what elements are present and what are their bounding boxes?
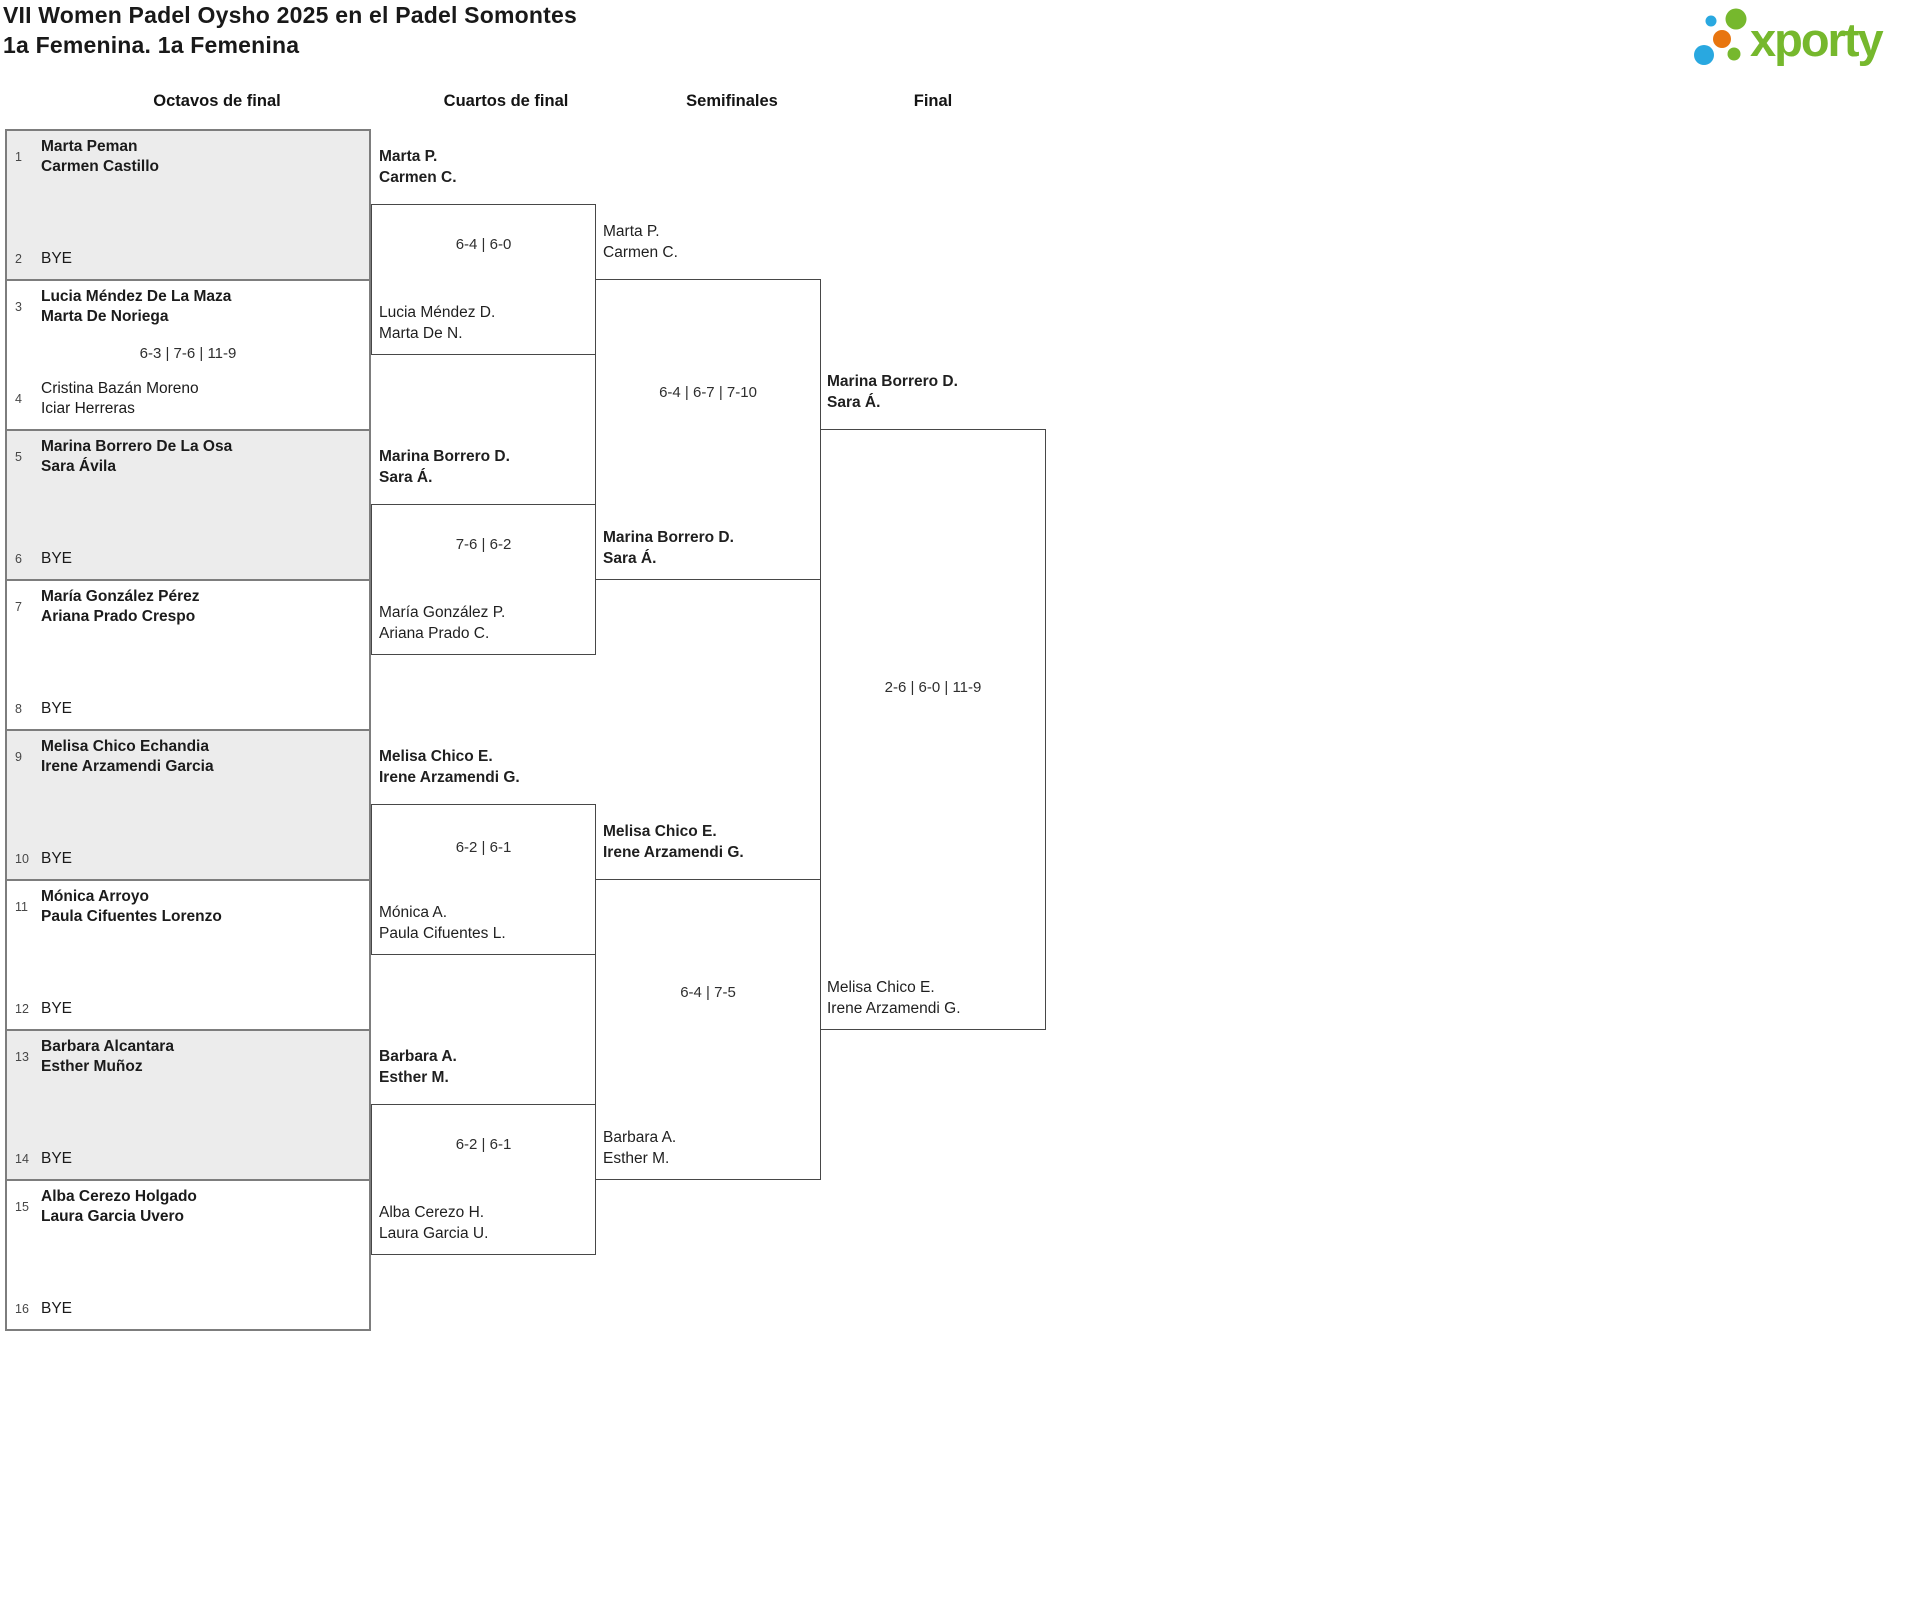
qf4-bottom-team: Alba Cerezo H.Laura Garcia U. xyxy=(379,1204,489,1242)
seed-number: 5 xyxy=(15,450,22,464)
seed-number: 1 xyxy=(15,150,22,164)
qf4-score: 6-2 | 6-1 xyxy=(455,1136,512,1153)
match-score: 6-3 | 7-6 | 11-9 xyxy=(139,345,237,362)
round-header-final: Final xyxy=(913,92,953,110)
team-names: BYE xyxy=(41,850,73,867)
sf2-bottom-team: Barbara A.Esther M. xyxy=(603,1129,677,1167)
team-slot: 12 BYE xyxy=(15,999,72,1019)
xporty-logo-wordmark: xporty xyxy=(1750,13,1884,66)
final-bottom-team: Melisa Chico E.Irene Arzamendi G. xyxy=(827,979,961,1017)
team-slot: 2 BYE xyxy=(15,249,72,269)
seed-number: 4 xyxy=(15,392,22,406)
seed-number: 14 xyxy=(15,1152,29,1166)
sf1-top-team: Marta P.Carmen C. xyxy=(603,223,678,261)
team-slot: 10 BYE xyxy=(15,849,72,869)
team-names: BYE xyxy=(41,1300,73,1317)
xporty-logo-dots-icon xyxy=(1694,8,1747,65)
seed-number: 10 xyxy=(15,852,29,866)
seed-number: 7 xyxy=(15,600,22,614)
sf1-bottom-team: Marina Borrero D.Sara Á. xyxy=(603,529,734,567)
sf2-top-team: Melisa Chico E.Irene Arzamendi G. xyxy=(603,823,744,861)
xporty-logo: xporty xyxy=(1692,4,1918,74)
final-top-team: Marina Borrero D.Sara Á. xyxy=(827,373,958,411)
seed-number: 3 xyxy=(15,300,22,314)
seed-number: 8 xyxy=(15,702,22,716)
round-header-semifinales: Semifinales xyxy=(686,92,778,110)
team-names: BYE xyxy=(41,1000,73,1017)
seed-number: 9 xyxy=(15,750,22,764)
team-slot: 16 BYE xyxy=(15,1299,72,1319)
qf4-top-team: Barbara A.Esther M. xyxy=(379,1048,457,1086)
final-box xyxy=(820,429,1046,1030)
tournament-title: VII Women Padel Oysho 2025 en el Padel S… xyxy=(3,2,577,28)
seed-number: 12 xyxy=(15,1002,29,1016)
sf1-score: 6-4 | 6-7 | 7-10 xyxy=(659,384,757,401)
seed-number: 11 xyxy=(15,900,28,914)
qf1-top-team: Marta P.Carmen C. xyxy=(379,148,457,186)
seed-number: 15 xyxy=(15,1200,29,1214)
team-names: BYE xyxy=(41,700,73,717)
sf2-score: 6-4 | 7-5 xyxy=(680,984,736,1001)
team-names: BYE xyxy=(41,250,73,267)
qf3-top-team: Melisa Chico E.Irene Arzamendi G. xyxy=(379,748,520,786)
seed-number: 6 xyxy=(15,552,22,566)
team-names: BYE xyxy=(41,1150,73,1167)
category-subtitle: 1a Femenina. 1a Femenina xyxy=(3,32,300,58)
seed-number: 2 xyxy=(15,252,22,266)
team-slot: 8 BYE xyxy=(15,699,72,719)
qf2-bottom-team: María González P.Ariana Prado C. xyxy=(379,604,506,642)
qf2-score: 7-6 | 6-2 xyxy=(455,536,512,553)
qf3-score: 6-2 | 6-1 xyxy=(455,839,512,856)
round-header-cuartos: Cuartos de final xyxy=(443,92,569,110)
final-score: 2-6 | 6-0 | 11-9 xyxy=(884,679,982,696)
team-slot: 14 BYE xyxy=(15,1149,72,1169)
team-names: BYE xyxy=(41,550,73,567)
qf3-bottom-team: Mónica A.Paula Cifuentes L. xyxy=(379,904,506,942)
round-header-octavos: Octavos de final xyxy=(153,92,281,110)
seed-number: 13 xyxy=(15,1050,29,1064)
qf2-top-team: Marina Borrero D.Sara Á. xyxy=(379,448,510,486)
team-slot: 6 BYE xyxy=(15,549,72,569)
qf1-score: 6-4 | 6-0 xyxy=(455,236,512,253)
seed-number: 16 xyxy=(15,1302,29,1316)
qf1-bottom-team: Lucia Méndez D.Marta De N. xyxy=(379,304,496,342)
